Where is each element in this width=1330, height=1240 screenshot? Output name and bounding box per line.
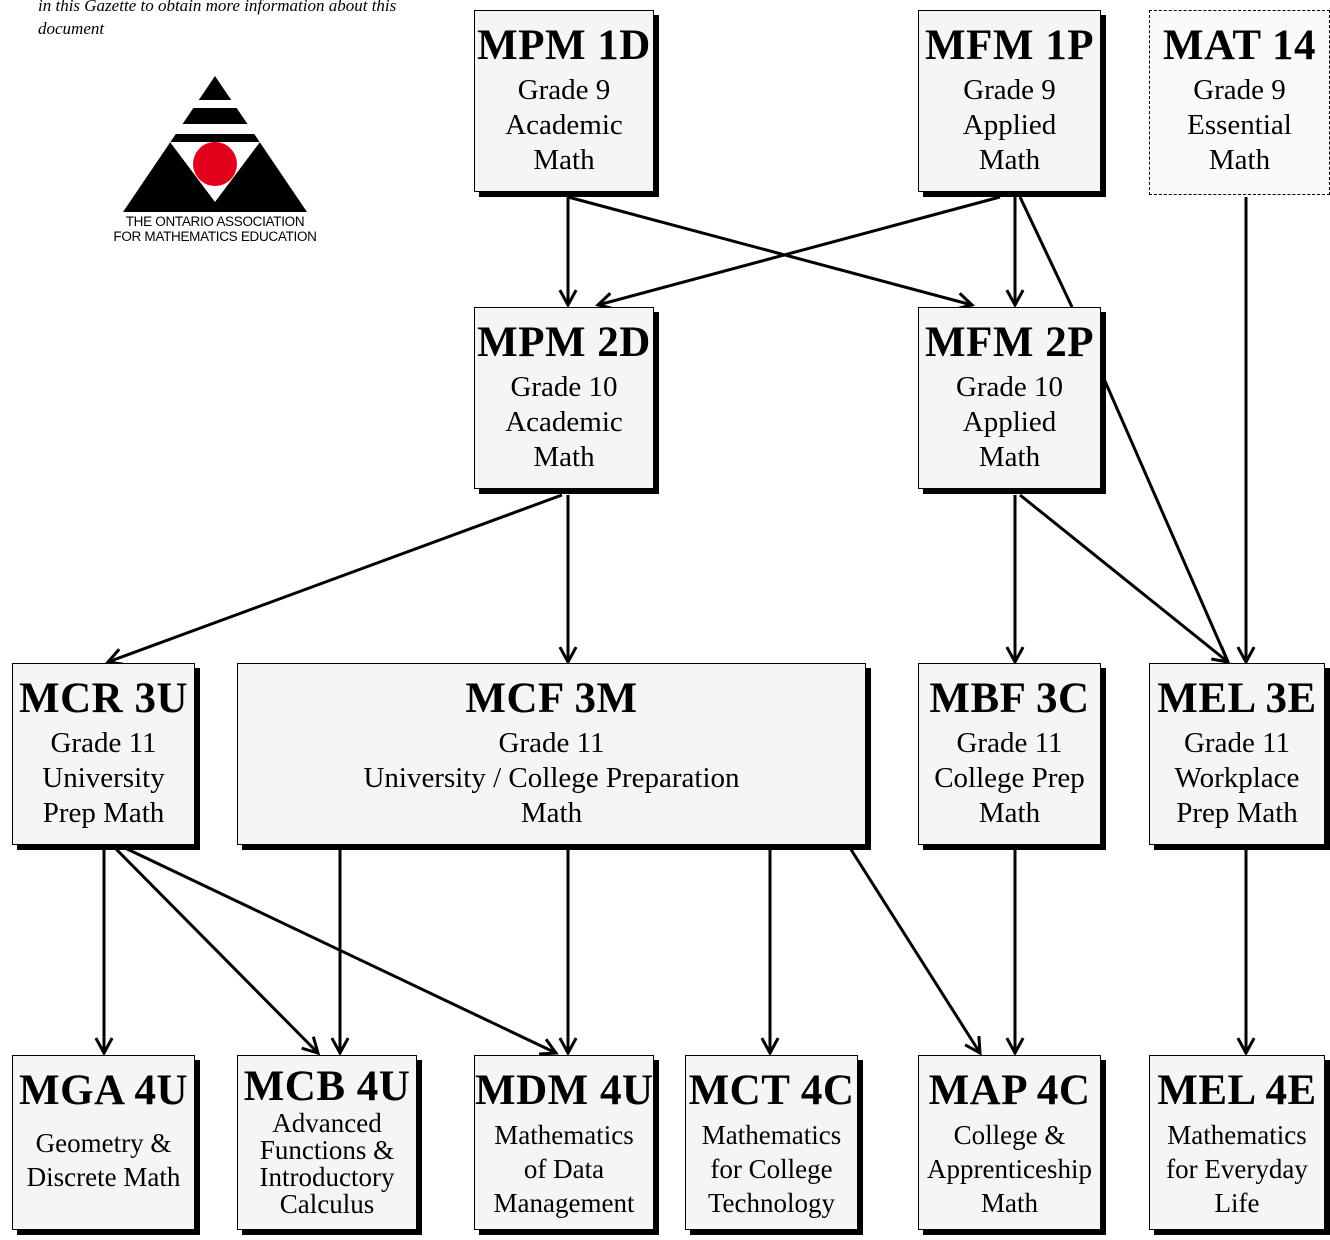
course-desc: Mathematics of Data Management bbox=[493, 1120, 635, 1218]
arrow-mpm2d-to-mcr3u bbox=[105, 493, 563, 666]
arrow-mfm2p-to-mbf3c bbox=[1005, 495, 1025, 666]
header-note: in this Gazette to obtain more informati… bbox=[38, 0, 397, 38]
course-desc: Advanced Functions & Introductory Calcul… bbox=[259, 1108, 395, 1219]
mfm1p-to-mel3e-line bbox=[1018, 196, 1074, 308]
course-desc: Grade 9 Academic Math bbox=[505, 74, 623, 176]
arrow-mfm1p-to-mfm2p bbox=[1005, 197, 1025, 309]
arrow-mcf3m-to-map4c bbox=[848, 847, 982, 1056]
arrow-mcr3u-to-mcb4u bbox=[113, 846, 321, 1056]
oame-logo bbox=[100, 76, 330, 212]
course-code: MFM 1P bbox=[925, 22, 1094, 69]
course-code: MPM 2D bbox=[477, 319, 651, 366]
course-box-mcb4u: MCB 4U Advanced Functions & Introductory… bbox=[237, 1055, 417, 1230]
logo-caption-line2: FOR MATHEMATICS EDUCATION bbox=[113, 229, 317, 244]
arrow-mfm1p-to-mpm2d bbox=[594, 195, 1001, 311]
mfm1p-to-mel3e-line-2 bbox=[1099, 371, 1230, 663]
course-box-mga4u: MGA 4U Geometry & Discrete Math bbox=[12, 1055, 195, 1230]
course-code: MBF 3C bbox=[929, 675, 1090, 722]
course-desc: Grade 11 Workplace Prep Math bbox=[1174, 727, 1300, 829]
course-box-mbf3c: MBF 3C Grade 11 College Prep Math bbox=[918, 663, 1101, 845]
arrow-mbf3c-to-map4c bbox=[1005, 848, 1025, 1057]
course-desc: Grade 9 Applied Math bbox=[962, 74, 1057, 176]
course-code: MGA 4U bbox=[18, 1067, 189, 1114]
course-box-map4c: MAP 4C College & Apprenticeship Math bbox=[918, 1055, 1101, 1230]
course-desc: Mathematics for Everyday Life bbox=[1166, 1120, 1308, 1218]
arrow-mpm1d-to-mpm2d bbox=[558, 197, 578, 309]
course-box-mpm1d: MPM 1D Grade 9 Academic Math bbox=[474, 10, 654, 192]
course-box-mfm1p: MFM 1P Grade 9 Applied Math bbox=[918, 10, 1101, 192]
course-box-mct4c: MCT 4C Mathematics for College Technolog… bbox=[685, 1055, 858, 1230]
course-code: MCT 4C bbox=[688, 1067, 855, 1114]
arrow-mcf3m-to-mct4c bbox=[760, 848, 780, 1057]
course-code: MDM 4U bbox=[475, 1067, 654, 1114]
course-code: MAT 14 bbox=[1162, 22, 1317, 69]
arrow-mpm2d-to-mcf3m bbox=[558, 495, 578, 666]
arrow-mcf3m-to-mdm4u bbox=[558, 848, 578, 1057]
course-code: MEL 3E bbox=[1157, 675, 1317, 722]
course-code: MEL 4E bbox=[1157, 1067, 1317, 1114]
course-desc: College & Apprenticeship Math bbox=[927, 1120, 1092, 1218]
course-desc: Grade 9 Essential Math bbox=[1187, 74, 1292, 176]
arrow-mat14-to-mel3e bbox=[1236, 197, 1256, 666]
course-desc: Grade 11 University / College Preparatio… bbox=[363, 727, 740, 829]
course-box-mfm2p: MFM 2P Grade 10 Applied Math bbox=[918, 307, 1101, 489]
arrow-mfm2p-to-mel3e bbox=[1019, 493, 1231, 664]
course-desc: Grade 11 College Prep Math bbox=[934, 727, 1085, 829]
arrow-mpm1d-to-mfm2p bbox=[567, 195, 976, 311]
course-desc: Grade 10 Applied Math bbox=[955, 371, 1064, 473]
course-box-mel4e: MEL 4E Mathematics for Everyday Life bbox=[1149, 1055, 1325, 1230]
course-desc: Mathematics for College Technology bbox=[701, 1120, 842, 1218]
course-code: MCR 3U bbox=[19, 675, 188, 722]
course-desc: Grade 11 University Prep Math bbox=[42, 727, 165, 829]
course-box-mdm4u: MDM 4U Mathematics of Data Management bbox=[474, 1055, 654, 1230]
course-desc: Grade 10 Academic Math bbox=[505, 371, 623, 473]
course-code: MCB 4U bbox=[243, 1063, 411, 1110]
course-desc: Geometry & Discrete Math bbox=[26, 1128, 181, 1192]
course-box-mcr3u: MCR 3U Grade 11 University Prep Math bbox=[12, 663, 195, 845]
red-circle-icon bbox=[193, 142, 237, 186]
course-code: MFM 2P bbox=[925, 319, 1094, 366]
course-box-mcf3m: MCF 3M Grade 11 University / College Pre… bbox=[237, 663, 866, 845]
course-code: MAP 4C bbox=[928, 1067, 1091, 1114]
arrow-mcr3u-to-mdm4u bbox=[124, 846, 559, 1056]
logo-caption: THE ONTARIO ASSOCIATION FOR MATHEMATICS … bbox=[95, 214, 335, 244]
arrow-mcf3m-to-mcb4u bbox=[330, 848, 350, 1057]
logo-caption-line1: THE ONTARIO ASSOCIATION bbox=[125, 214, 305, 229]
course-box-mat14: MAT 14 Grade 9 Essential Math bbox=[1149, 10, 1330, 195]
course-code: MCF 3M bbox=[465, 675, 638, 722]
course-box-mpm2d: MPM 2D Grade 10 Academic Math bbox=[474, 307, 654, 489]
course-box-mel3e: MEL 3E Grade 11 Workplace Prep Math bbox=[1149, 663, 1325, 845]
course-code: MPM 1D bbox=[477, 22, 651, 69]
arrow-mel3e-to-mel4e bbox=[1236, 848, 1256, 1057]
arrow-mcr3u-to-mga4u bbox=[94, 848, 114, 1057]
